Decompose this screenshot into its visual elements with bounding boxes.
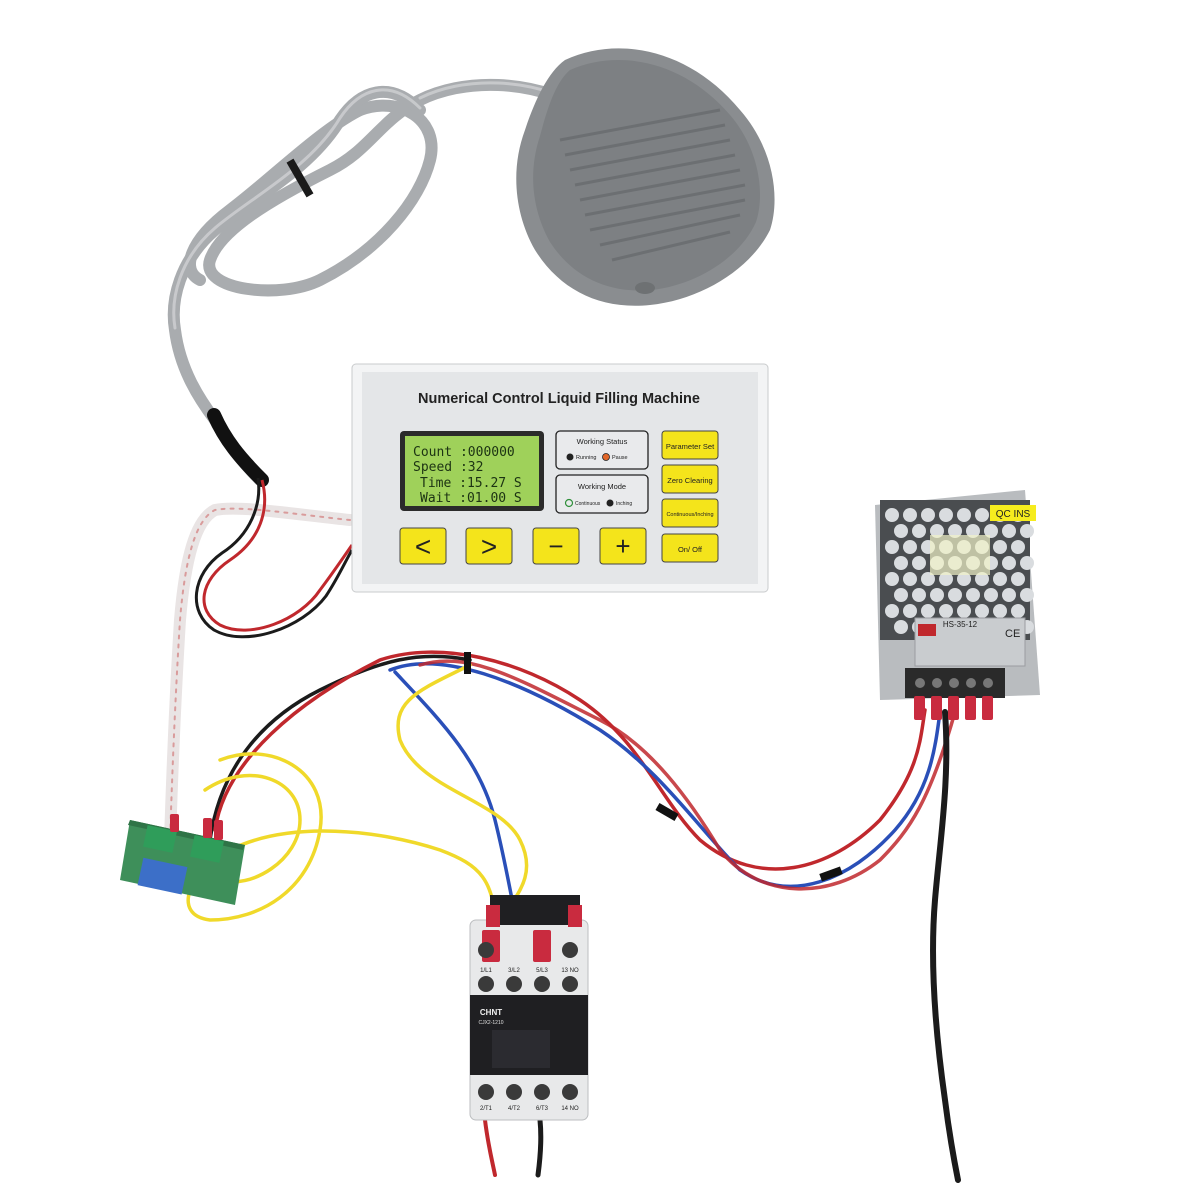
working-status-box [555, 430, 649, 470]
status-pause-label: Pause [612, 455, 628, 461]
qc-ins-label: QC INS [996, 509, 1031, 520]
contactor-top-label-3: 5/L3 [536, 968, 548, 974]
plus-button[interactable]: + [599, 527, 647, 565]
lcd-time: Time :15.27 S [420, 476, 522, 491]
psu-crimp-terminals [914, 696, 993, 720]
contactor-top-label-4: 13 NO [561, 968, 579, 974]
cable-ties [464, 652, 843, 882]
panel-title: Numerical Control Liquid Filling Machine [418, 391, 700, 407]
contactor-bottom-screws [478, 1084, 578, 1100]
zero-clearing-button[interactable]: Zero Clearing [661, 464, 719, 494]
meanwell-logo-icon [918, 624, 936, 636]
psu-model: HS-35-12 [943, 620, 978, 629]
continuous-inching-button[interactable]: Continuous/Inching [661, 498, 719, 528]
on-off-button[interactable]: On/ Off [661, 533, 719, 563]
mode-continuous-label: Continuous [575, 501, 601, 507]
running-indicator-icon [566, 453, 574, 461]
contactor-bottom-label-1: 2/T1 [480, 1106, 493, 1112]
ce-mark-icon: CE [1005, 628, 1020, 640]
lcd-speed: Speed :32 [413, 460, 483, 475]
working-mode-title: Working Mode [578, 482, 626, 491]
plus-icon: + [615, 531, 630, 561]
right-arrow-icon: > [481, 531, 497, 562]
power-supply: QC INS HS-35-12 CE [875, 490, 1040, 720]
contactor-top-label-2: 3/L2 [508, 968, 520, 974]
minus-button[interactable]: − [532, 527, 580, 565]
cable-black-sleeve [207, 408, 269, 487]
relay-terminal-b [190, 835, 224, 863]
zero-clearing-label: Zero Clearing [667, 476, 712, 485]
contactor-bottom-label-2: 4/T2 [508, 1106, 521, 1112]
control-panel: Numerical Control Liquid Filling Machine… [351, 363, 769, 593]
panel-signal-wires [194, 477, 354, 639]
qc-ins-sticker [990, 505, 1036, 521]
contactor-top-screws [478, 942, 578, 992]
lcd-wait: Wait :01.00 S [420, 491, 522, 506]
cable-tie [286, 158, 314, 198]
inching-indicator-icon [606, 499, 614, 507]
contactor-top-label-1: 1/L1 [480, 968, 492, 974]
working-status-title: Working Status [577, 437, 628, 446]
relay-terminal-a [143, 825, 177, 853]
relay-block [137, 857, 188, 895]
psu-terminal-screws [915, 678, 993, 688]
contactor: 1/L1 3/L2 5/L3 13 NO CHNT CJX2-1210 2/T1… [469, 895, 589, 1121]
minus-icon: − [548, 531, 563, 561]
contactor-brand: CHNT [480, 1008, 502, 1017]
ribbon-cable [164, 502, 356, 846]
working-mode-box [555, 474, 649, 514]
lcd-count: Count :000000 [413, 445, 515, 460]
contactor-model: CJX2-1210 [478, 1020, 503, 1026]
foot-pedal-icon[interactable] [516, 48, 775, 306]
continuous-inching-label: Continuous/Inching [666, 512, 713, 518]
continuous-indicator-icon [564, 498, 574, 508]
lcd-screen [405, 436, 539, 506]
on-off-label: On/ Off [678, 545, 703, 554]
parameter-set-label: Parameter Set [666, 442, 715, 451]
status-running-label: Running [576, 455, 597, 461]
contactor-bottom-label-4: 14 NO [561, 1106, 579, 1112]
mode-inching-label: Inching [616, 501, 632, 507]
relay-module-icon [120, 814, 245, 905]
pause-indicator-icon [602, 453, 610, 461]
contactor-bottom-label-3: 6/T3 [536, 1106, 549, 1112]
left-arrow-icon: < [415, 531, 431, 562]
left-button[interactable]: < [399, 527, 447, 565]
chnt-badge [474, 1004, 508, 1024]
right-button[interactable]: > [465, 527, 513, 565]
parameter-set-button[interactable]: Parameter Set [661, 430, 719, 460]
wiring-harness [186, 650, 961, 1183]
